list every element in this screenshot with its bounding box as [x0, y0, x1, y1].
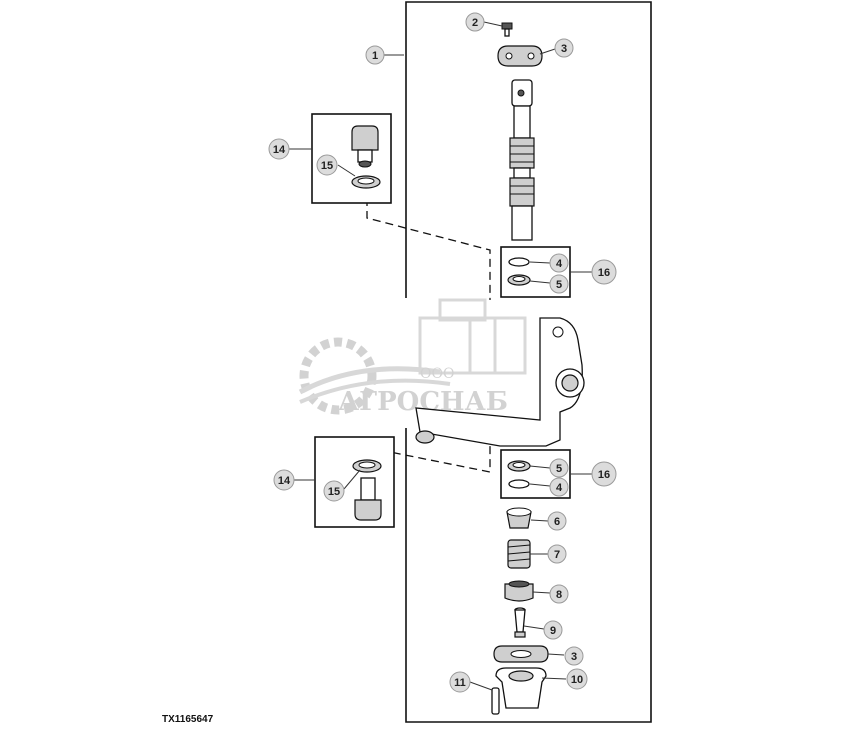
screw-part-11 — [491, 687, 500, 715]
combine-harvester-icon — [418, 298, 527, 375]
flange-plate-part-3-lower — [493, 645, 549, 663]
housing-cap-part-10 — [495, 667, 547, 709]
svg-text:14: 14 — [273, 144, 286, 156]
o-ring-part-15-lower — [352, 459, 382, 473]
callout-15-upper: 15 — [316, 154, 338, 176]
callout-15-lower: 15 — [323, 480, 345, 502]
svg-text:11: 11 — [454, 677, 466, 689]
gear-logo-icon — [298, 337, 451, 415]
svg-text:4: 4 — [556, 258, 563, 270]
svg-text:9: 9 — [550, 625, 556, 637]
leader-lines — [289, 21, 592, 691]
svg-text:7: 7 — [554, 549, 560, 561]
callout-3-lower: 3 — [564, 646, 584, 666]
callout-16-upper: 16 — [591, 259, 617, 285]
callout-14-upper: 14 — [268, 138, 290, 160]
flange-plate-part-3-upper — [497, 45, 543, 67]
connector-lines — [366, 198, 491, 473]
callout-7: 7 — [547, 544, 567, 564]
svg-text:16: 16 — [598, 267, 610, 279]
svg-text:6: 6 — [554, 516, 560, 528]
watermark: ООО АГРОСНАБ — [298, 298, 527, 417]
o-ring-part-15-upper — [351, 175, 381, 189]
callout-8: 8 — [549, 584, 569, 604]
callout-11: 11 — [449, 671, 471, 693]
svg-text:10: 10 — [571, 674, 583, 686]
callout-6: 6 — [547, 511, 567, 531]
detail-box-lower — [314, 436, 395, 528]
svg-text:3: 3 — [561, 43, 567, 55]
callout-1: 1 — [365, 45, 385, 65]
callout-5-lower: 5 — [549, 458, 569, 478]
svg-text:2: 2 — [472, 17, 478, 29]
assembly-frame — [405, 1, 652, 723]
svg-text:14: 14 — [278, 475, 291, 487]
callout-10: 10 — [566, 668, 588, 690]
callout-16-lower: 16 — [591, 461, 617, 487]
svg-text:15: 15 — [321, 160, 333, 172]
pin-part-9 — [514, 607, 526, 638]
callout-2: 2 — [465, 12, 485, 32]
svg-text:1: 1 — [372, 50, 378, 62]
plug-part-lower — [354, 477, 382, 521]
plug-part-upper — [351, 125, 379, 168]
cup-part-6 — [506, 507, 532, 529]
callout-4-lower: 4 — [549, 477, 569, 497]
bolt-part-2 — [501, 22, 513, 37]
svg-text:16: 16 — [598, 469, 610, 481]
callouts: 1 2 3 14 15 4 5 16 — [268, 12, 617, 693]
callout-14-lower: 14 — [273, 469, 295, 491]
svg-text:8: 8 — [556, 589, 562, 601]
svg-text:5: 5 — [556, 463, 562, 475]
svg-text:4: 4 — [556, 482, 563, 494]
figure-id: TX1165647 — [162, 714, 214, 725]
callout-5-upper: 5 — [549, 274, 569, 294]
svg-text:3: 3 — [571, 651, 577, 663]
retainer-part-8 — [504, 580, 534, 602]
callout-4-upper: 4 — [549, 253, 569, 273]
watermark-company-type: ООО — [420, 366, 454, 382]
valve-body — [415, 317, 585, 447]
callout-9: 9 — [543, 620, 563, 640]
callout-3-upper: 3 — [554, 38, 574, 58]
svg-text:15: 15 — [328, 486, 340, 498]
spring-part-7 — [507, 539, 531, 569]
spool-part — [509, 79, 535, 241]
svg-text:5: 5 — [556, 279, 562, 291]
